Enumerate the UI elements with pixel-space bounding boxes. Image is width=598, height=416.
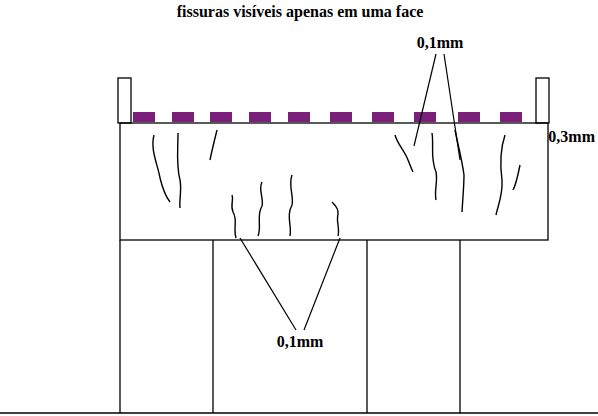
bearing-pad <box>330 112 352 122</box>
bearing-pad <box>172 112 194 122</box>
bearing-pad <box>133 112 155 122</box>
bearing-pads <box>133 112 522 122</box>
bearing-pad <box>458 112 480 122</box>
bearing-pad <box>249 112 271 122</box>
diagram-title: fissuras visíveis apenas em uma face <box>177 3 424 21</box>
crack-width-label: 0,1mm <box>417 34 464 52</box>
leader-lines <box>240 54 460 330</box>
bearing-pad <box>414 112 436 122</box>
bearing-pad <box>210 112 232 122</box>
barrier <box>536 78 549 123</box>
barrier <box>118 78 131 123</box>
ground-line <box>0 412 598 413</box>
crack-width-label: 0,1mm <box>277 333 324 351</box>
pier-cap-beam <box>120 123 548 240</box>
bearing-pad <box>288 112 310 122</box>
crack-width-label: 0,3mm <box>548 128 595 146</box>
bearing-pad <box>372 112 394 122</box>
bearing-pad <box>500 112 522 122</box>
cracks <box>153 130 520 238</box>
